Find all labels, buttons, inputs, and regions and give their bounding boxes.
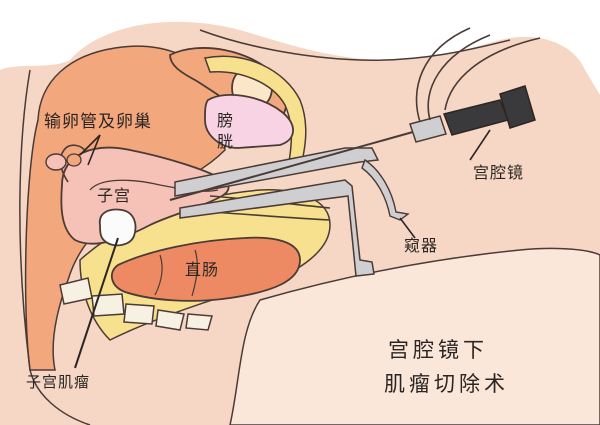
label-speculum: 窥器: [404, 236, 439, 255]
title-line-2: 肌瘤切除术: [384, 372, 509, 396]
speculum-handle: [361, 158, 410, 221]
sacrum-segment-5: [185, 313, 213, 331]
hysteroscope-eyepiece: [499, 85, 536, 129]
body-outline-front: [199, 29, 511, 61]
label-uterus: 子宫: [97, 186, 132, 205]
hysteroscope-cable-1: [415, 27, 541, 123]
label-hysteroscope: 宫腔镜: [473, 163, 525, 182]
rectum-fold-2: [191, 249, 198, 297]
ovary-shape-2: [66, 153, 82, 167]
label-rectum: 直肠: [185, 260, 220, 279]
hysteroscope-shaft: [169, 129, 421, 201]
sacrum-segment-4: [155, 309, 185, 331]
fallopian-tube: [59, 144, 87, 183]
sacrum-segment-2: [91, 293, 125, 317]
body-outline-back: [19, 69, 91, 425]
scope-leader-line: [469, 129, 491, 161]
sacrum-segment-3: [123, 303, 155, 325]
speculum-lower-blade: [179, 179, 375, 277]
title-line-1: 宫腔镜下: [388, 338, 488, 362]
ovary-leader-line: [79, 134, 101, 166]
label-fallopian-tube-ovary: 输卵管及卵巢: [44, 112, 152, 132]
fibroid-leader-line: [74, 237, 119, 369]
fibroid-shape: [98, 208, 137, 247]
ovary-shape: [45, 153, 67, 171]
rectum-fold: [154, 254, 163, 296]
label-bladder: 膀胱: [216, 111, 233, 151]
speculum-leader-line: [399, 217, 416, 239]
bladder-shape: [204, 94, 294, 149]
label-fibroid: 子宫肌瘤: [26, 373, 91, 391]
thigh-shape: [229, 247, 600, 425]
